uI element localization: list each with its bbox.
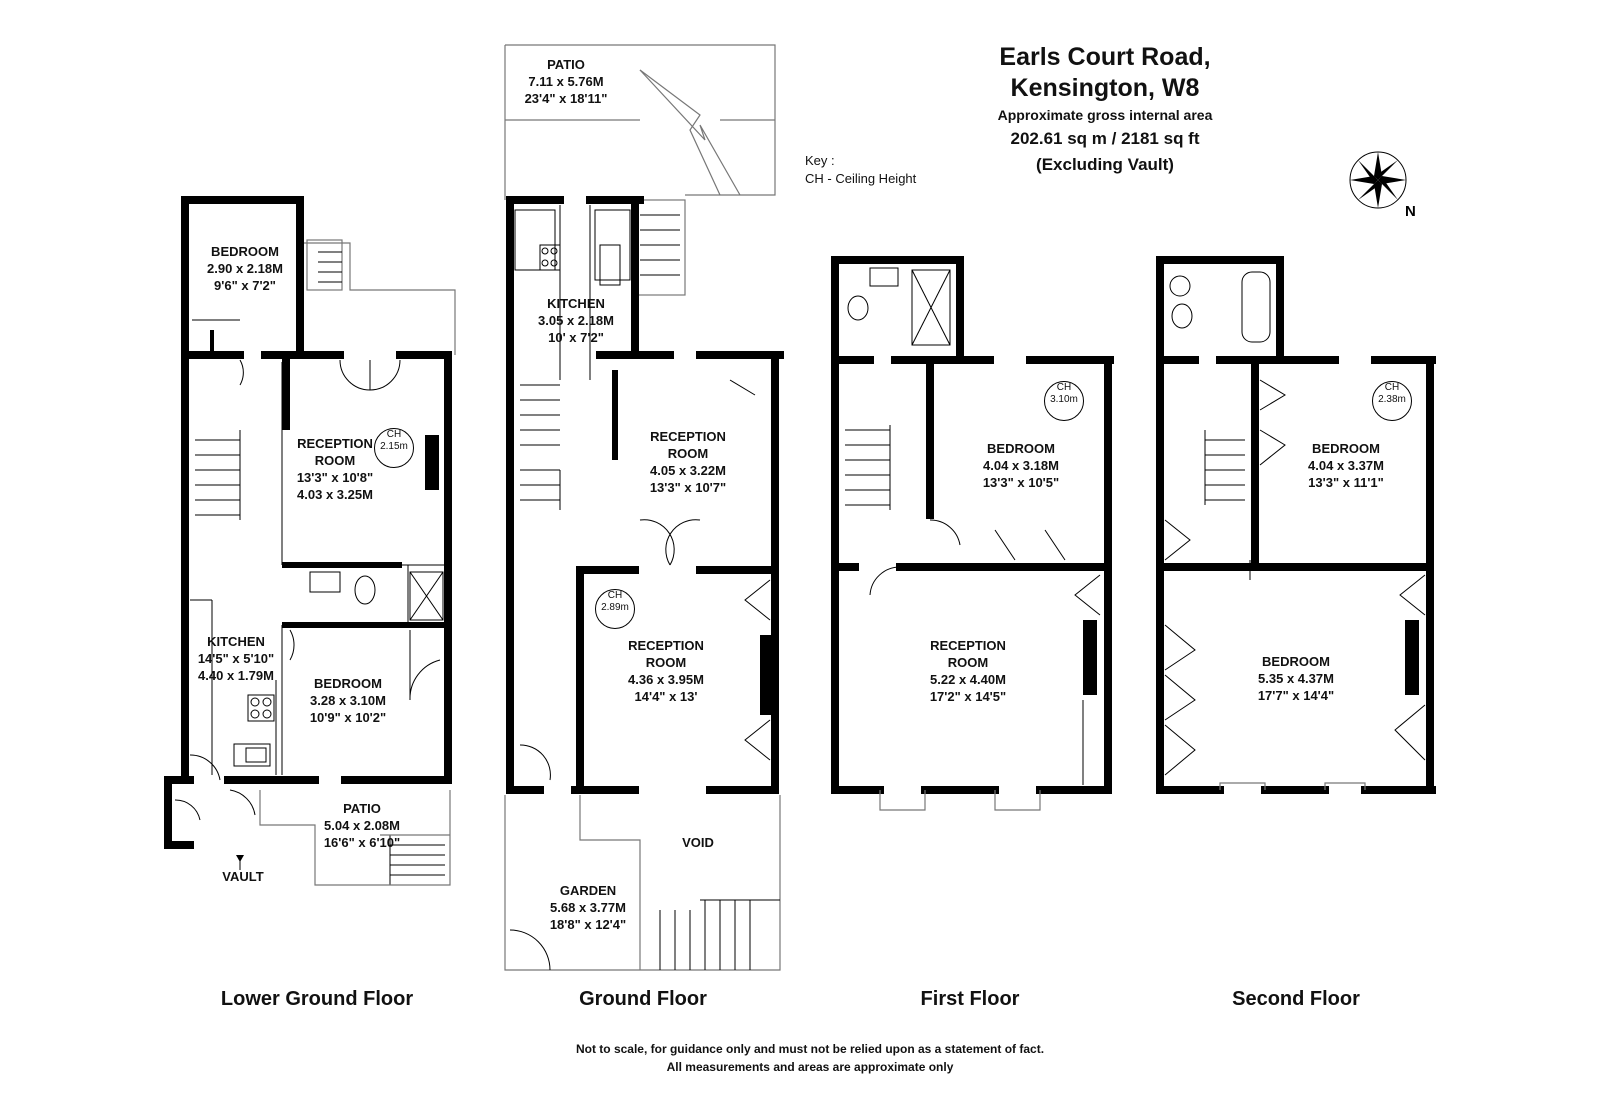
room-size-metric: 7.11 x 5.76M: [528, 74, 604, 89]
ch-label: CH: [386, 429, 402, 440]
room-size-metric: 3.05 x 2.18M: [538, 313, 614, 328]
room-name: BEDROOM: [987, 441, 1055, 456]
room-size-imperial: 9'6" x 7'2": [214, 278, 276, 293]
key-heading: Key :: [805, 153, 835, 168]
ch-label: CH: [607, 590, 623, 601]
key-entry: CH - Ceiling Height: [805, 171, 917, 186]
room-name: ROOM: [947, 655, 989, 670]
floor-name-first: First Floor: [920, 988, 1020, 1010]
room-name: PATIO: [547, 57, 585, 72]
lg-patio-label: PATIO 5.04 x 2.08M 16'6" x 6'10": [324, 800, 400, 851]
room-size-imperial: 17'2" x 14'5": [929, 689, 1007, 704]
room-size-imperial: 13'3" x 10'7": [649, 480, 727, 495]
floor-name-ground: Ground Floor: [579, 988, 707, 1010]
address-line-1: Earls Court Road,: [999, 43, 1211, 71]
room-size-metric: 3.28 x 3.10M: [310, 693, 386, 708]
room-name: RECEPTION: [628, 638, 704, 653]
room-name: ROOM: [645, 655, 687, 670]
ch-value: 2.89m: [601, 602, 629, 613]
property-title-block: Earls Court Road, Kensington, W8 Approxi…: [998, 42, 1213, 178]
disclaimer-line-1: Not to scale, for guidance only and must…: [575, 1042, 1045, 1056]
g-patio-label: PATIO 7.11 x 5.76M 23'4" x 18'11": [525, 56, 608, 107]
g-ceiling-height-badge: CH 2.89m: [595, 589, 635, 629]
gross-area: 202.61 sq m / 2181 sq ft: [1010, 129, 1200, 148]
room-name: RECEPTION: [650, 429, 726, 444]
room-name: PATIO: [343, 801, 381, 816]
room-size-imperial: 10' x 7'2": [548, 330, 604, 345]
g-kitchen-label: KITCHEN 3.05 x 2.18M 10' x 7'2": [538, 295, 614, 346]
first-floor-plan: [831, 256, 1114, 811]
f2-bedroom-rear-label: BEDROOM 4.04 x 3.37M 13'3" x 11'1": [1308, 440, 1384, 491]
g-reception-rear-label: RECEPTION ROOM 4.05 x 3.22M 13'3" x 10'7…: [650, 428, 726, 496]
floor-name-lower-ground: Lower Ground Floor: [220, 988, 414, 1010]
compass-icon: N: [1349, 151, 1416, 220]
room-size-metric: 5.04 x 2.08M: [324, 818, 400, 833]
room-name: ROOM: [667, 446, 709, 461]
room-size-imperial: 13'3" x 10'5": [982, 475, 1060, 490]
legend-key: Key : CH - Ceiling Height: [805, 152, 916, 188]
lg-kitchen-label: KITCHEN 14'5" x 5'10" 4.40 x 1.79M: [198, 633, 274, 684]
room-size-metric: 5.22 x 4.40M: [930, 672, 1006, 687]
disclaimer-line-2: All measurements and areas are approxima…: [666, 1060, 954, 1074]
lg-reception-label: RECEPTION ROOM 13'3" x 10'8" 4.03 x 3.25…: [297, 435, 373, 503]
room-size-metric: 5.68 x 3.77M: [550, 900, 626, 915]
lower-ground-floor-plan: [164, 196, 456, 886]
room-size-metric: 5.35 x 4.37M: [1258, 671, 1334, 686]
room-size-metric: 4.04 x 3.18M: [983, 458, 1059, 473]
room-size-imperial: 10'9" x 10'2": [309, 710, 387, 725]
room-name: KITCHEN: [547, 296, 605, 311]
f1-reception-label: RECEPTION ROOM 5.22 x 4.40M 17'2" x 14'5…: [930, 637, 1006, 705]
room-size-imperial: 17'7" x 14'4": [1257, 688, 1335, 703]
room-size-metric: 4.03 x 3.25M: [297, 487, 373, 502]
room-size-metric: 4.40 x 1.79M: [198, 668, 274, 683]
room-name: BEDROOM: [1262, 654, 1330, 669]
room-size-imperial: 18'8" x 12'4": [549, 917, 627, 932]
ch-label: CH: [1056, 382, 1072, 393]
f2-ceiling-height-badge: CH 2.38m: [1372, 381, 1412, 421]
lg-bedroom-small-label: BEDROOM 2.90 x 2.18M 9'6" x 7'2": [207, 243, 283, 294]
ch-value: 2.15m: [380, 441, 408, 452]
room-name: KITCHEN: [207, 634, 265, 649]
room-name: GARDEN: [559, 883, 617, 898]
ch-value: 2.38m: [1378, 394, 1406, 405]
disclaimer: Not to scale, for guidance only and must…: [576, 1040, 1044, 1076]
f1-ceiling-height-badge: CH 3.10m: [1044, 381, 1084, 421]
room-size-imperial: 16'6" x 6'10": [323, 835, 401, 850]
room-name: BEDROOM: [314, 676, 382, 691]
room-size-imperial: 13'3" x 11'1": [1308, 475, 1384, 490]
room-size-imperial: 23'4" x 18'11": [524, 91, 608, 106]
f1-bedroom-label: BEDROOM 4.04 x 3.18M 13'3" x 10'5": [983, 440, 1059, 491]
g-reception-front-label: RECEPTION ROOM 4.36 x 3.95M 14'4" x 13': [628, 637, 704, 705]
g-void-label: VOID: [682, 835, 714, 850]
compass-rose: N: [1345, 150, 1420, 225]
room-size-imperial: 14'5" x 5'10": [197, 651, 275, 666]
room-name: RECEPTION: [930, 638, 1006, 653]
floor-name-second: Second Floor: [1232, 988, 1360, 1010]
room-size-metric: 4.05 x 3.22M: [650, 463, 726, 478]
room-size-imperial: 13'3" x 10'8": [296, 470, 374, 485]
ch-label: CH: [1384, 382, 1400, 393]
compass-north-label: N: [1405, 203, 1416, 220]
room-name: ROOM: [314, 453, 356, 468]
room-name: BEDROOM: [1312, 441, 1380, 456]
g-garden-label: GARDEN 5.68 x 3.77M 18'8" x 12'4": [550, 882, 626, 933]
room-size-metric: 4.04 x 3.37M: [1308, 458, 1384, 473]
room-name: BEDROOM: [211, 244, 279, 259]
f2-bedroom-front-label: BEDROOM 5.35 x 4.37M 17'7" x 14'4": [1258, 653, 1334, 704]
lg-bedroom-label: BEDROOM 3.28 x 3.10M 10'9" x 10'2": [310, 675, 386, 726]
room-size-imperial: 14'4" x 13': [634, 689, 698, 704]
room-size-metric: 2.90 x 2.18M: [207, 261, 283, 276]
area-note: (Excluding Vault): [1036, 155, 1174, 174]
ch-value: 3.10m: [1050, 394, 1078, 405]
ground-floor-plan: [504, 44, 784, 971]
room-name: RECEPTION: [297, 436, 373, 451]
area-caption: Approximate gross internal area: [997, 107, 1213, 123]
second-floor-plan: [1156, 256, 1436, 794]
lg-ceiling-height-badge: CH 2.15m: [374, 428, 414, 468]
address-line-2: Kensington, W8: [1010, 74, 1200, 102]
room-size-metric: 4.36 x 3.95M: [628, 672, 704, 687]
lg-vault-label: VAULT: [222, 869, 264, 884]
